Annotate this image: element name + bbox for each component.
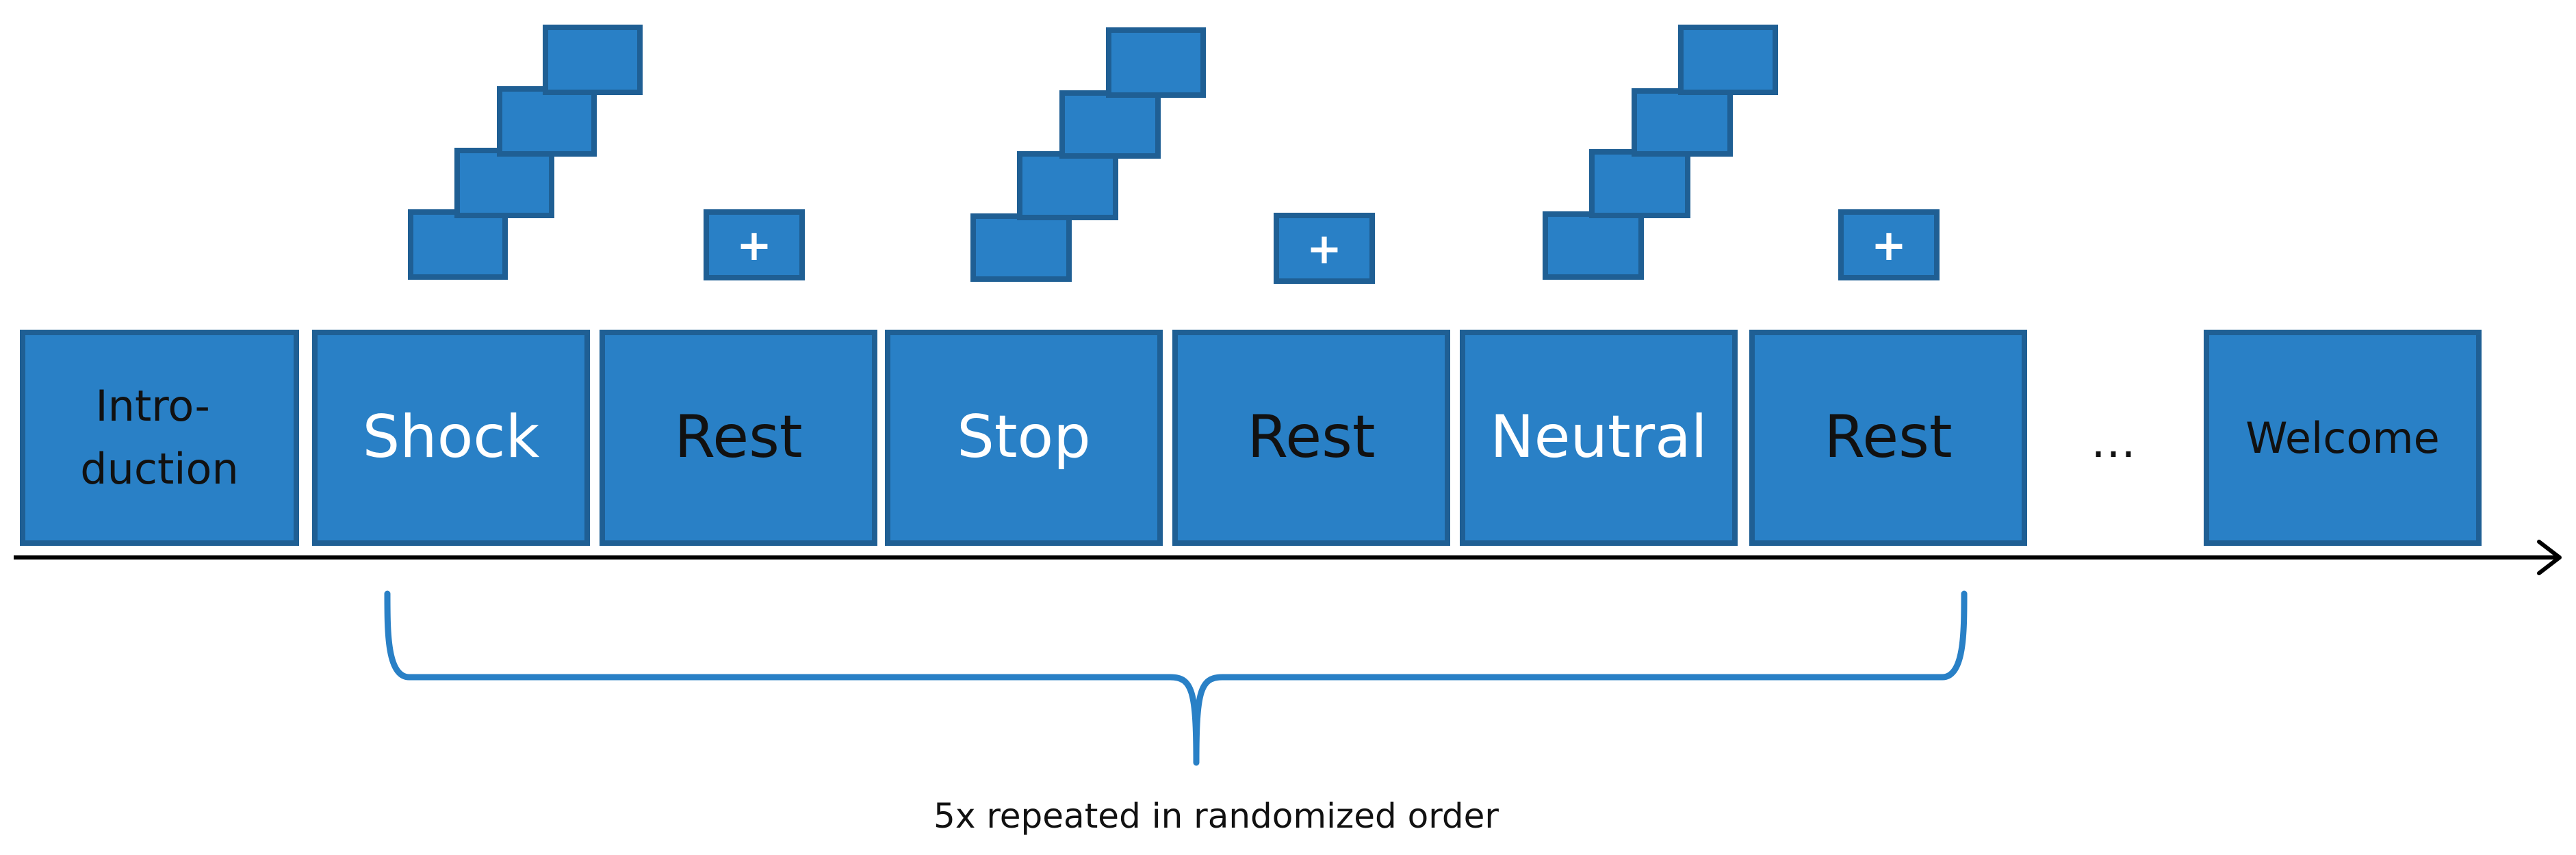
stairs-icon-stop bbox=[970, 27, 1206, 282]
block-rest-2: Rest bbox=[1172, 330, 1450, 546]
block-introduction: Intro- duction bbox=[20, 330, 299, 546]
fixation-box bbox=[1274, 213, 1375, 284]
block-label: Neutral bbox=[1490, 403, 1707, 471]
block-label-line: duction bbox=[80, 444, 239, 494]
timeline-arrow bbox=[14, 540, 2562, 575]
plus-icon: + bbox=[736, 220, 772, 270]
repetition-caption: 5x repeated in randomized order bbox=[933, 796, 1499, 836]
block-neutral: Neutral bbox=[1460, 330, 1738, 546]
block-welcome: Welcome bbox=[2204, 330, 2482, 546]
stair-step bbox=[1678, 25, 1778, 95]
block-label: Rest bbox=[1247, 403, 1375, 471]
fixation-cross-icon-rest-1: + bbox=[704, 209, 805, 280]
block-label: Shock bbox=[363, 403, 540, 471]
plus-icon: + bbox=[1871, 220, 1907, 270]
block-label: Rest bbox=[674, 403, 802, 471]
stair-step bbox=[1106, 27, 1206, 98]
arrowhead-icon bbox=[2537, 540, 2562, 575]
fixation-box bbox=[704, 209, 805, 280]
stairs-icon-neutral bbox=[1543, 25, 1778, 280]
block-stop: Stop bbox=[885, 330, 1163, 546]
block-label: Stop bbox=[957, 403, 1091, 471]
stair-step bbox=[1632, 88, 1733, 157]
plus-icon: + bbox=[1306, 224, 1342, 274]
fixation-cross-icon-rest-2: + bbox=[1274, 213, 1375, 284]
repetition-brace bbox=[384, 590, 1968, 766]
stair-step bbox=[1589, 149, 1690, 218]
block-rest-3: Rest bbox=[1749, 330, 2027, 546]
stair-step bbox=[454, 148, 554, 218]
block-shock: Shock bbox=[312, 330, 590, 546]
stair-step bbox=[1059, 90, 1161, 159]
stair-step bbox=[970, 213, 1072, 282]
block-label-line: Intro- bbox=[95, 381, 209, 431]
stair-step bbox=[497, 86, 597, 157]
ellipsis: … bbox=[2091, 415, 2136, 468]
fixation-cross-icon-rest-3: + bbox=[1838, 209, 1940, 280]
stairs-icon-shock bbox=[408, 25, 643, 280]
stair-step bbox=[408, 209, 508, 280]
svg-text:Intro- duction: Intro- duction bbox=[80, 381, 239, 494]
block-label: Welcome bbox=[2245, 413, 2440, 463]
fixation-box bbox=[1838, 209, 1940, 280]
stair-step bbox=[543, 25, 643, 95]
block-rest-1: Rest bbox=[600, 330, 877, 546]
stair-step bbox=[1543, 211, 1644, 280]
stair-step bbox=[1017, 151, 1118, 220]
block-label: Rest bbox=[1824, 403, 1952, 471]
